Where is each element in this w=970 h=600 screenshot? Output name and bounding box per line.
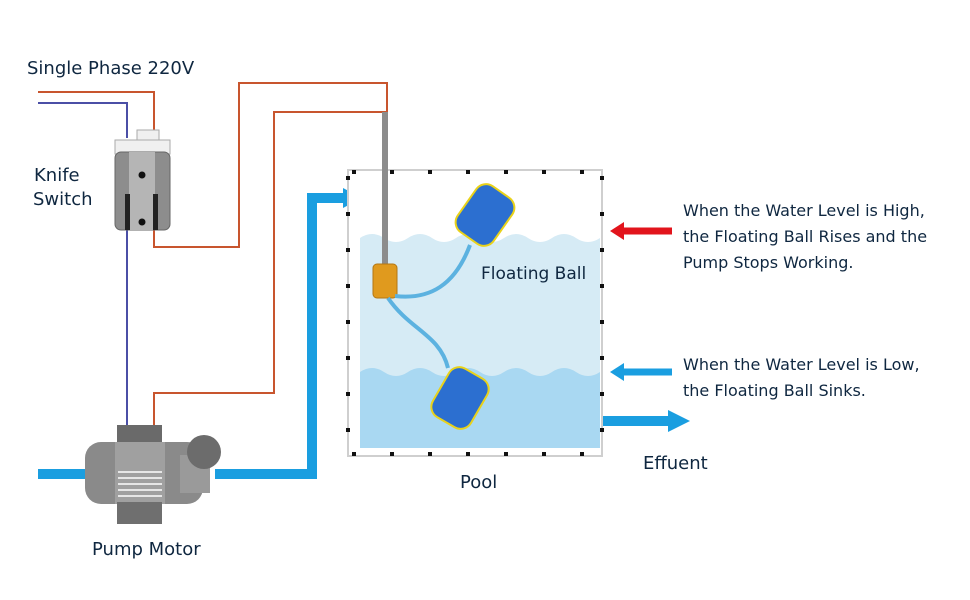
low-level-note: When the Water Level is Low, the Floatin… [683, 352, 920, 404]
floating-ball-label: Floating Ball [481, 264, 587, 284]
pool-border-mark [346, 212, 350, 216]
pool-border-mark [346, 428, 350, 432]
pool-border-mark [600, 248, 604, 252]
effluent-label: Effuent [643, 453, 708, 474]
power-source-label: Single Phase 220V [27, 58, 195, 79]
high-arrowhead-icon [610, 222, 624, 240]
high-level-note-line: When the Water Level is High, [683, 201, 925, 220]
pool-label: Pool [460, 472, 498, 493]
live-wire-input [38, 91, 155, 138]
pool-border-mark [390, 170, 394, 174]
pool-border-mark [346, 320, 350, 324]
live-wire-switch-to-float [153, 82, 388, 248]
pool-border-mark [580, 452, 584, 456]
floating-ball-high-icon [454, 183, 516, 247]
suspension-rod [382, 112, 388, 267]
pool-border-mark [352, 170, 356, 174]
counterweight-icon [372, 263, 398, 299]
neutral-wire-input [38, 102, 128, 138]
pool-border-mark [466, 452, 470, 456]
pool-border-mark [600, 392, 604, 396]
pool-border-mark [600, 284, 604, 288]
effluent-arrowhead-icon [668, 410, 690, 432]
knife-switch-icon [114, 129, 171, 231]
high-level-note: When the Water Level is High, the Floati… [683, 198, 927, 276]
pool-border-mark [428, 170, 432, 174]
pool-border-mark [600, 428, 604, 432]
cable-upper [394, 244, 472, 299]
pool-border-mark [542, 170, 546, 174]
pool-border-mark [504, 170, 508, 174]
pool-border-mark [428, 452, 432, 456]
pool-border-mark [600, 320, 604, 324]
high-level-note-line: the Floating Ball Rises and the [683, 227, 928, 246]
pool-border-mark [352, 452, 356, 456]
knife-switch-label-1: Knife [34, 165, 80, 186]
pool-border-mark [390, 452, 394, 456]
knife-switch-label-2: Switch [33, 189, 93, 210]
pump-motor-icon [85, 425, 221, 524]
live-wire-float-to-pump [153, 111, 387, 428]
low-arrowhead-icon [610, 363, 624, 381]
pool-border-mark [600, 356, 604, 360]
high-level-note-line: Pump Stops Working. [683, 253, 854, 272]
pool-border-mark [346, 392, 350, 396]
float-switch-assembly [372, 112, 516, 430]
pool-border-mark [346, 248, 350, 252]
pool-border-mark [346, 176, 350, 180]
low-level-note-line: When the Water Level is Low, [683, 355, 920, 374]
pool-border-mark [580, 170, 584, 174]
wiring [38, 82, 388, 428]
pool-border-mark [346, 284, 350, 288]
pool-border-mark [346, 356, 350, 360]
pool-border-mark [600, 176, 604, 180]
water-pipes [38, 188, 690, 479]
low-level-note-line: the Floating Ball Sinks. [683, 381, 866, 400]
pool-border-mark [600, 212, 604, 216]
pump-to-pool-pipe [215, 193, 345, 479]
pool-border-mark [504, 452, 508, 456]
pool-border-mark [542, 452, 546, 456]
pump-motor-label: Pump Motor [92, 539, 201, 560]
level-arrows [610, 222, 672, 381]
floating-ball-low-icon [430, 366, 490, 430]
cable-lower [386, 296, 450, 369]
pool-border-mark [466, 170, 470, 174]
